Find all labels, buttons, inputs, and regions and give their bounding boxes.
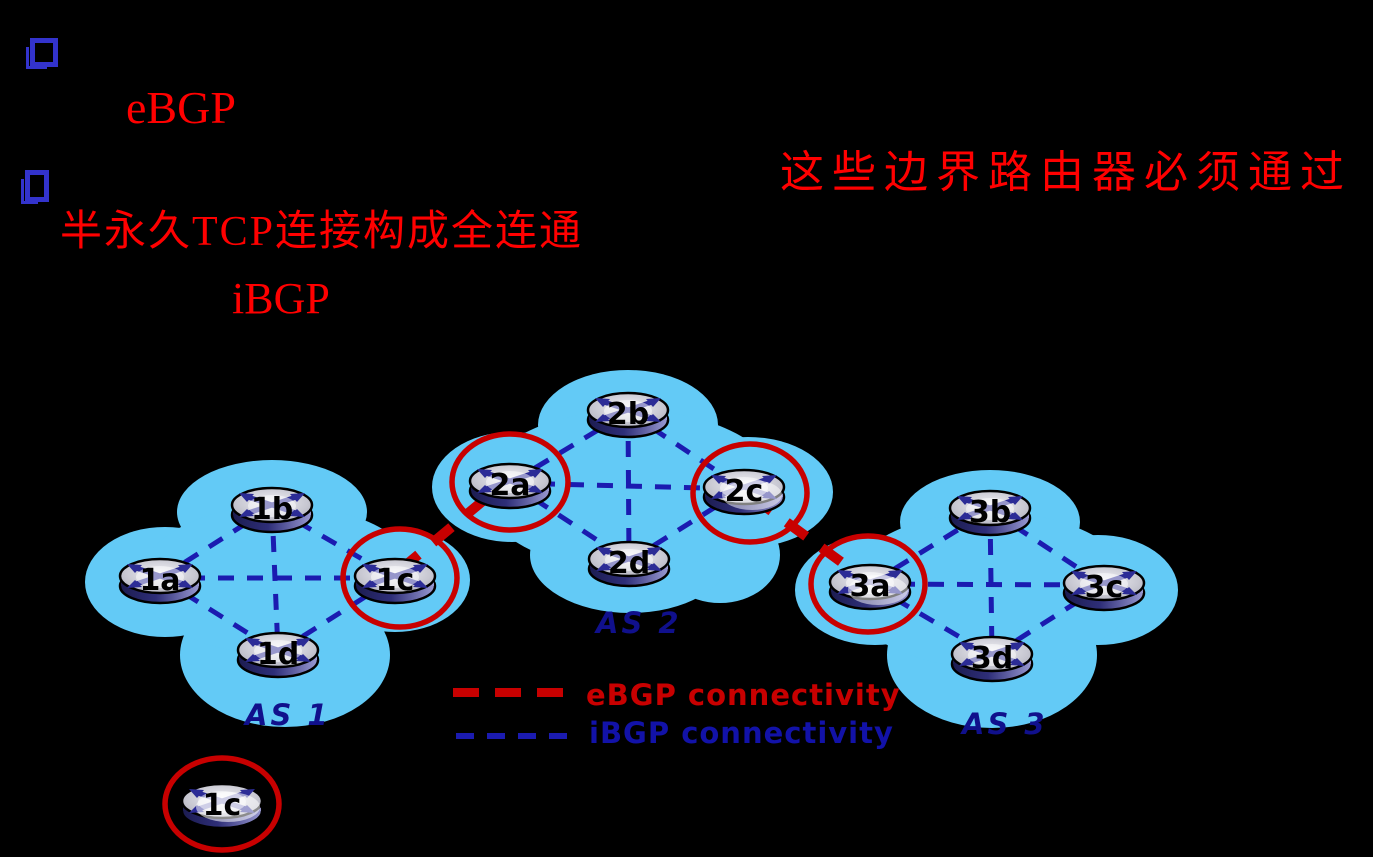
bullet2-keyword-ibgp: iBGP [232, 274, 330, 323]
router-label: 1b [251, 492, 293, 527]
highlight-circle-1c-standalone [162, 755, 282, 853]
as3-label: AS 3 [962, 707, 1048, 741]
router-3c: 3c [1064, 566, 1144, 610]
router-2b: 2b [588, 393, 668, 437]
router-1b: 1b [232, 488, 312, 532]
router-1d: 1d [238, 633, 318, 677]
router-3b: 3b [950, 491, 1030, 535]
gateway-highlight-circles [162, 431, 928, 853]
highlight-circle-1c [340, 526, 460, 630]
router-2d: 2d [589, 542, 669, 586]
legend-ibgp-dash-swatch [456, 733, 568, 739]
legend-ebgp-label: eBGP connectivity [586, 678, 901, 712]
router-1c: 1c [355, 559, 435, 603]
router-2c: 2c [704, 470, 784, 514]
router-label: 3a [849, 569, 890, 604]
router-label: 3c [1085, 570, 1124, 605]
router-label: 2b [607, 397, 649, 432]
highlight-circle-3a [808, 533, 928, 635]
highlight-circle-2c [690, 441, 810, 545]
bullet-square-icon [21, 170, 49, 204]
router-label: 1a [139, 563, 180, 598]
router-label: 2d [608, 546, 650, 581]
router-label: 1c [203, 788, 242, 823]
highlight-circle-2a [449, 431, 571, 533]
router-label: 2a [489, 468, 530, 503]
router-1c-standalone: 1c [182, 784, 262, 828]
bullet1-keyword-ebgp: eBGP [126, 82, 236, 133]
legend-ebgp-dash-swatch [453, 688, 567, 697]
router-1a: 1a [120, 559, 200, 603]
bullet2-highlight-line2: 半永久TCP连接构成全连通 [60, 209, 584, 255]
router-3a: 3a [830, 565, 910, 609]
bullet2-highlight-line1: 这些边界路由器必须通过 [780, 148, 1352, 197]
bullet-square-icon [26, 38, 58, 69]
router-label: 3b [969, 495, 1011, 530]
router-3d: 3d [952, 637, 1032, 681]
router-label: 1d [257, 637, 299, 672]
legend-ibgp-label: iBGP connectivity [589, 716, 894, 750]
router-label: 2c [725, 474, 764, 509]
as1-label: AS 1 [245, 698, 331, 732]
router-label: 3d [971, 641, 1013, 676]
router-label: 1c [376, 563, 415, 598]
as2-label: AS 2 [596, 606, 682, 640]
router-2a: 2a [470, 464, 550, 508]
